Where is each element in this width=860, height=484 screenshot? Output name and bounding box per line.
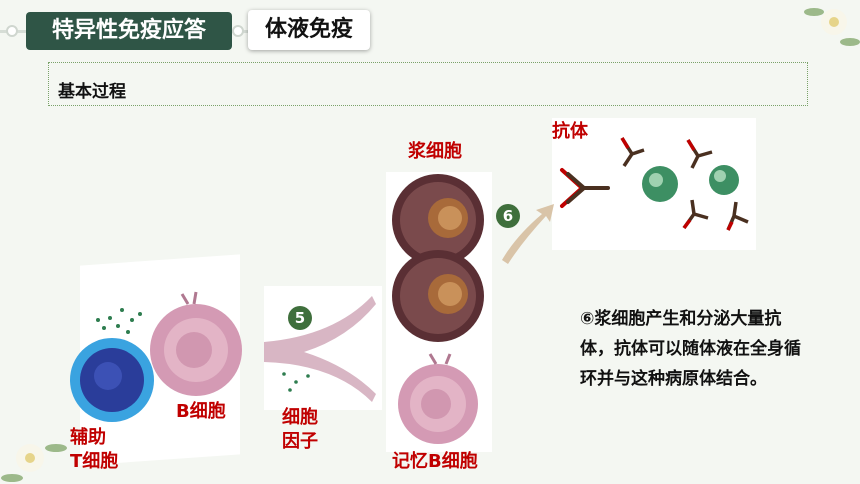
antibody-icon	[560, 168, 610, 208]
plasma-cells-illustration	[392, 174, 484, 444]
step-6-badge: 6	[496, 204, 520, 228]
cell-illustration	[70, 291, 242, 422]
section-title: 基本过程	[58, 82, 126, 102]
cytokine-dots-icon	[96, 308, 142, 334]
antibody-icon	[620, 137, 645, 167]
helper-t-label-line2: T细胞	[70, 451, 119, 472]
step-5-badge: 5	[288, 306, 312, 330]
cytokine-label-line1: 细胞	[282, 407, 318, 428]
header-subtitle: 体液免疫	[248, 10, 370, 50]
antibody-illustration	[560, 137, 749, 231]
section-box	[48, 62, 808, 106]
b-cell-icon	[150, 291, 242, 396]
flower-decoration-bottom-left-icon	[1, 444, 67, 482]
header-dot	[232, 25, 244, 37]
memory-b-cell-label: 记忆B细胞	[392, 451, 478, 472]
antibody-icon	[686, 139, 713, 169]
step6-arrow-icon	[502, 204, 554, 264]
flower-decoration-top-right-icon	[804, 8, 860, 46]
header-title: 特异性免疫应答	[26, 12, 232, 50]
pathogen-icon	[709, 165, 739, 195]
plasma-cell-icon	[392, 250, 484, 342]
memory-b-cell-icon	[398, 353, 478, 444]
helper-t-cell-icon	[70, 338, 154, 422]
b-cell-label: B细胞	[176, 401, 226, 422]
antibody-icon	[726, 201, 749, 231]
antibody-icon	[682, 199, 709, 230]
helper-t-label-line1: 辅助	[70, 427, 106, 448]
step6-description: ⑥浆细胞产生和分泌大量抗体，抗体可以随体液在全身循环并与这种病原体结合。	[580, 309, 801, 389]
header-dot	[6, 25, 18, 37]
plasma-cell-label: 浆细胞	[408, 141, 462, 162]
step5-arrow-icon	[264, 296, 376, 402]
cytokine-label-line2: 因子	[282, 431, 318, 452]
pathogen-icon	[642, 166, 678, 202]
plasma-cell-icon	[392, 174, 484, 266]
antibody-label: 抗体	[552, 121, 588, 142]
